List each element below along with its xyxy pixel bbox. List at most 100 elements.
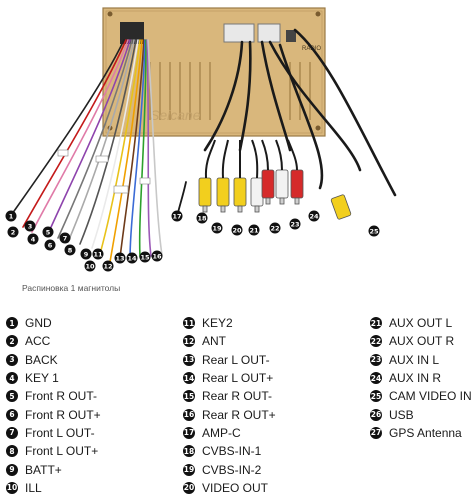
diagram-badge-19: 19 (211, 222, 223, 234)
pin-number-badge: 14 (183, 372, 195, 385)
diagram-badge-21: 21 (248, 224, 260, 236)
pin-number-badge: 5 (6, 390, 18, 403)
pin-label: AUX OUT R (389, 334, 455, 349)
svg-text:14: 14 (127, 254, 137, 262)
pin-label: CAM VIDEO IN (389, 389, 472, 404)
pin-label: AUX OUT L (389, 316, 453, 331)
diagram-badge-8: 8 (64, 244, 76, 256)
pin-label: Front L OUT+ (25, 444, 99, 459)
diagram-badge-4: 4 (27, 233, 39, 245)
pin-label: ILL (25, 480, 42, 495)
pin-label: Front R OUT- (25, 389, 98, 404)
svg-text:25: 25 (369, 227, 379, 235)
pin-label: VIDEO OUT (202, 480, 269, 495)
pin-label: KEY2 (202, 316, 233, 331)
pin-number-badge: 1 (6, 317, 18, 330)
svg-text:15: 15 (140, 253, 150, 261)
svg-text:6: 6 (48, 241, 53, 249)
legend-item-back: 3 BACK (6, 351, 101, 369)
diagram-badge-22: 22 (269, 222, 281, 234)
diagram-badge-2: 2 (7, 226, 19, 238)
pin-number-badge: 20 (183, 481, 195, 494)
rca-yellow-4 (330, 194, 352, 220)
diagram-badge-9: 9 (80, 248, 92, 260)
svg-text:5: 5 (46, 228, 51, 236)
pin-number-badge: 22 (370, 335, 382, 348)
rca-white-1 (250, 177, 264, 207)
rca-connectors (198, 139, 352, 220)
pin-number-badge: 12 (183, 335, 195, 348)
pin-number-badge: 4 (6, 372, 18, 385)
legend-item-amp-c: 17 AMP-C (183, 424, 276, 442)
legend-item-front-r-out-minus: 5 Front R OUT- (6, 387, 101, 405)
svg-text:20: 20 (232, 226, 242, 234)
pin-number-badge: 11 (183, 317, 195, 330)
pin-number-badge: 13 (183, 353, 195, 366)
pin-badges: 1 2 3 4 5 6 7 8 9 10 11 12 13 14 15 16 1… (5, 210, 380, 272)
pin-number-badge: 6 (6, 408, 18, 421)
svg-text:2: 2 (11, 228, 16, 236)
svg-text:9: 9 (84, 250, 89, 258)
diagram-badge-10: 10 (84, 260, 96, 272)
pin-label: AMP-C (202, 425, 241, 440)
legend-item-cvbs-in-2: 19 CVBS-IN-2 (183, 460, 276, 478)
svg-text:22: 22 (270, 224, 279, 232)
pin-label: Rear R OUT- (202, 389, 273, 404)
svg-text:24: 24 (309, 212, 319, 220)
svg-text:1: 1 (9, 212, 14, 220)
pin-number-badge: 10 (6, 481, 18, 494)
rca-white-2 (275, 169, 289, 199)
black-cables (176, 28, 397, 219)
legend-item-batt: 9 BATT+ (6, 460, 101, 478)
legend-item-ill: 10 ILL (6, 479, 101, 497)
svg-text:11: 11 (93, 250, 103, 258)
legend-item-aux-in-l: 23 AUX IN L (370, 351, 472, 369)
svg-text:8: 8 (68, 246, 73, 254)
watermark: Seicane (150, 107, 201, 123)
svg-text:21: 21 (249, 226, 259, 234)
pin-label: Rear R OUT+ (202, 407, 276, 422)
pin-label: Front R OUT+ (25, 407, 101, 422)
pin-number-badge: 9 (6, 463, 18, 476)
rca-yellow-3 (233, 177, 247, 207)
pin-number-badge: 17 (183, 426, 195, 439)
pin-number-badge: 19 (183, 463, 195, 476)
pin-number-badge: 27 (370, 426, 382, 439)
svg-text:17: 17 (172, 212, 181, 220)
pin-label: CVBS-IN-2 (202, 462, 262, 477)
pin-label: BACK (25, 352, 58, 367)
rca-red-2 (290, 169, 304, 199)
svg-text:19: 19 (212, 224, 222, 232)
svg-text:3: 3 (28, 222, 33, 230)
legend-item-video-out: 20 VIDEO OUT (183, 479, 276, 497)
svg-text:16: 16 (152, 252, 162, 260)
diagram-badge-20: 20 (231, 224, 243, 236)
pin-label: AUX IN L (389, 352, 440, 367)
legend-item-acc: 2 ACC (6, 332, 101, 350)
pin-number-badge: 2 (6, 335, 18, 348)
pin-number-badge: 23 (370, 353, 382, 366)
pin-number-badge: 3 (6, 353, 18, 366)
pin-label: Front L OUT- (25, 425, 95, 440)
pin-label: BATT+ (25, 462, 62, 477)
rca-yellow-1 (198, 177, 212, 207)
diagram-badge-1: 1 (5, 210, 17, 222)
pin-label: ACC (25, 334, 51, 349)
diagram-badge-16: 16 (151, 250, 163, 262)
diagram-badge-14: 14 (126, 252, 138, 264)
svg-text:13: 13 (115, 254, 124, 262)
diagram-badge-5: 5 (42, 226, 54, 238)
pin-number-badge: 8 (6, 445, 18, 458)
svg-text:23: 23 (290, 220, 299, 228)
diagram-badge-3: 3 (24, 220, 36, 232)
pin-label: Rear L OUT+ (202, 371, 274, 386)
